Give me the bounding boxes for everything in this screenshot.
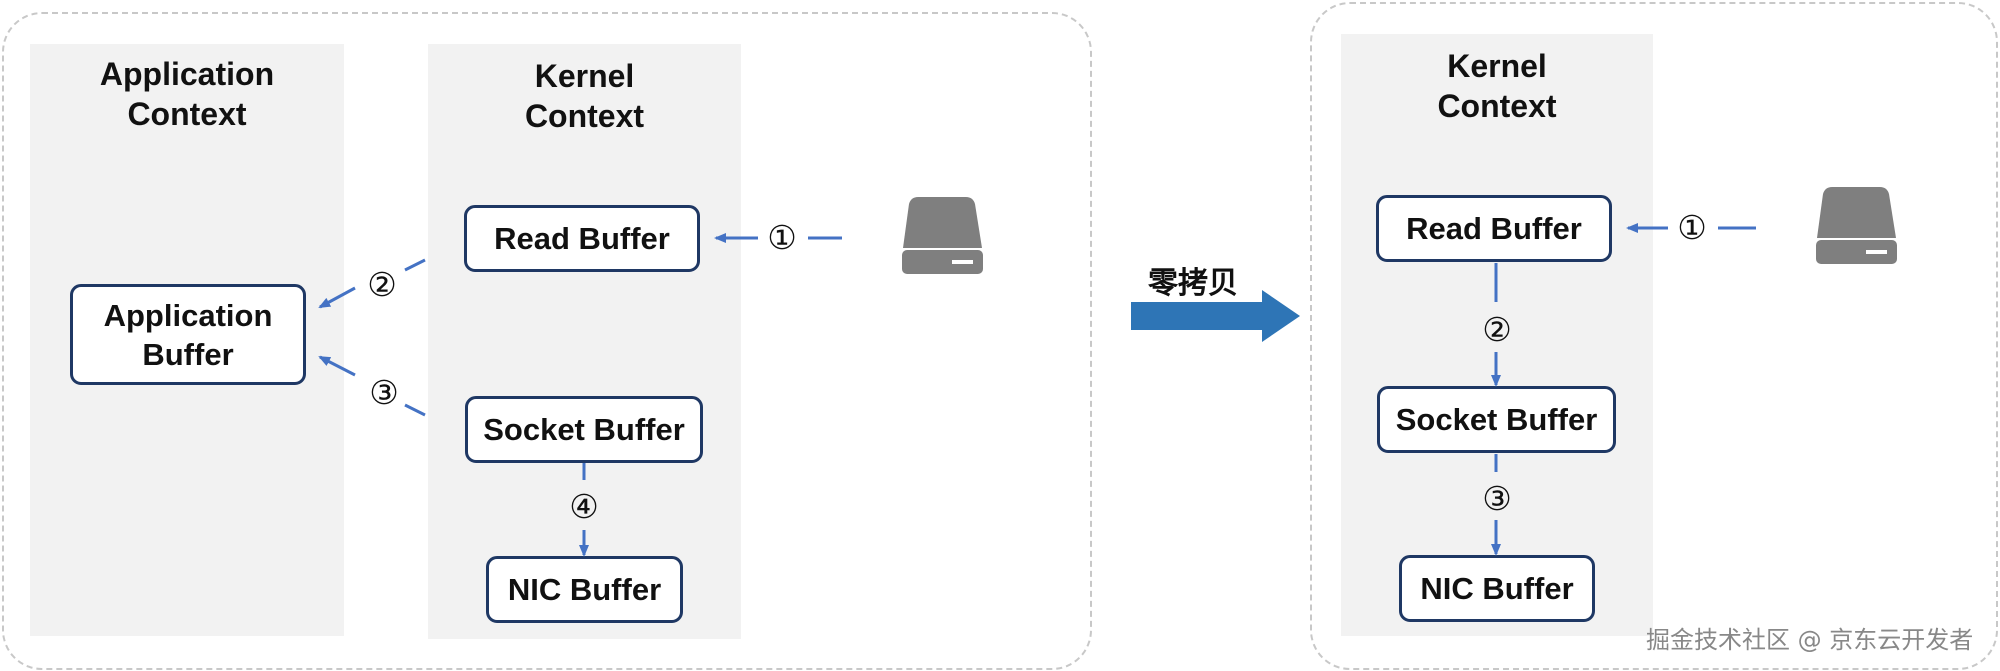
read-buffer-right: Read Buffer <box>1376 195 1612 262</box>
step-2-left: ② <box>367 264 397 304</box>
arrow-2-left-tail <box>404 258 426 272</box>
application-buffer: Application Buffer <box>70 284 306 385</box>
watermark: 掘金技术社区 @ 京东云开发者 <box>1646 626 1974 654</box>
traditional-copy-panel <box>2 12 1092 670</box>
step-2-right: ② <box>1482 309 1512 349</box>
right-arrow-icon <box>1131 290 1300 342</box>
hard-drive-icon-right <box>1816 187 1897 264</box>
application-context-title: Application Context <box>99 56 275 132</box>
read-buffer-left: Read Buffer <box>464 205 700 272</box>
step-4-left: ④ <box>569 486 599 526</box>
arrow-3-left-head <box>318 355 356 377</box>
arrow-3-left-tail <box>404 403 426 417</box>
zero-copy-panel <box>1310 2 1998 670</box>
arrow-2-left-head <box>318 286 356 309</box>
socket-buffer-left: Socket Buffer <box>465 396 703 463</box>
kernel-context-title: Kernel Context <box>524 58 645 134</box>
nic-buffer-right: NIC Buffer <box>1399 555 1595 622</box>
step-3-right: ③ <box>1482 478 1512 518</box>
hard-drive-icon <box>902 197 983 274</box>
socket-buffer-right: Socket Buffer <box>1377 386 1616 453</box>
step-3-left: ③ <box>369 372 399 412</box>
zero-copy-label: 零拷贝 <box>1148 266 1238 301</box>
kernel-context-title-right: Kernel Context <box>1437 48 1557 124</box>
step-1-right: ① <box>1677 207 1707 247</box>
step-1-left: ① <box>767 217 797 257</box>
nic-buffer-left: NIC Buffer <box>486 556 683 623</box>
